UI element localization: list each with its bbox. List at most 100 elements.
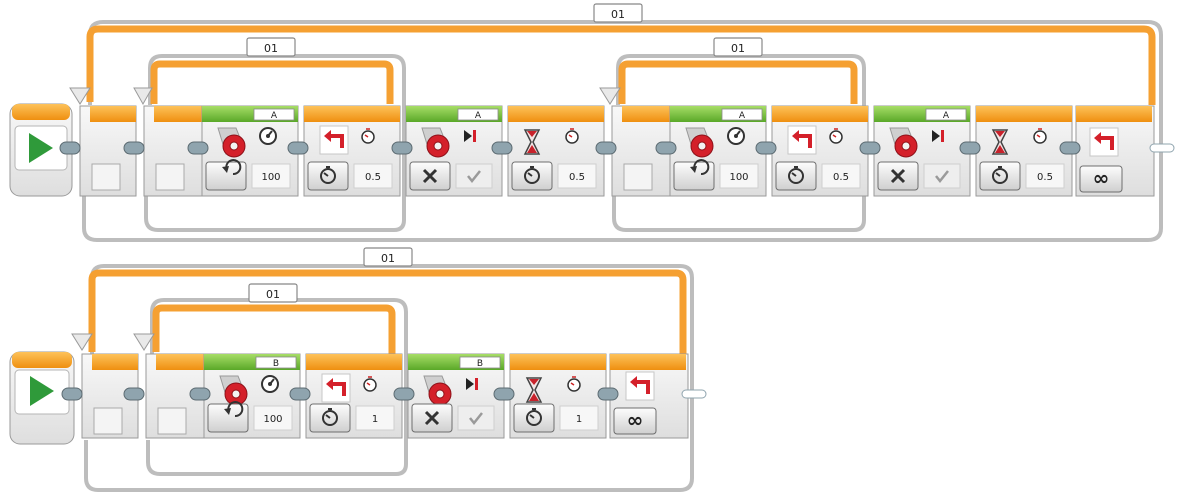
sequence-wire-connector[interactable]	[859, 141, 881, 155]
inner-loop-arrow	[150, 60, 394, 104]
sequence-wire-connector[interactable]	[123, 387, 145, 401]
sequence-wire-connector[interactable]	[391, 141, 413, 155]
sequence-wire-connector[interactable]	[655, 141, 677, 155]
sequence-wire-connector[interactable]	[1059, 141, 1081, 155]
brake-plug[interactable]	[923, 163, 961, 189]
inner-loop-counter[interactable]	[713, 37, 763, 57]
value-input[interactable]	[559, 405, 599, 431]
sequence-wire-connector[interactable]	[393, 387, 415, 401]
outer-loop-frame[interactable]	[84, 264, 694, 492]
outer-loop-frame[interactable]	[82, 20, 1163, 242]
sequence-wire-end[interactable]	[681, 389, 707, 399]
inner-loop-arrowhead	[133, 87, 153, 106]
sequence-wire-connector[interactable]	[491, 141, 513, 155]
large-motor-block[interactable]: A	[405, 105, 503, 197]
sequence-wire-connector[interactable]	[187, 141, 209, 155]
value-text: 0.5	[365, 172, 381, 183]
rotate-on-icon	[690, 159, 710, 176]
value-text: 0.5	[833, 172, 849, 183]
hourglass-icon	[523, 129, 541, 155]
inner-loop-arrowhead	[133, 333, 155, 351]
sequence-wire-connector[interactable]	[755, 141, 777, 155]
value-input[interactable]	[353, 163, 393, 189]
inner-loop-counter[interactable]	[246, 37, 296, 57]
sequence-wire-connector[interactable]	[493, 387, 515, 401]
brake-check-icon	[469, 412, 483, 426]
inner-loop-counter-label: 01	[264, 42, 278, 55]
wait-block[interactable]: 0.5	[975, 105, 1073, 197]
sequence-wire-connector[interactable]	[59, 141, 81, 155]
sequence-wire-connector[interactable]	[595, 141, 617, 155]
inner-loop-counter[interactable]	[248, 283, 298, 303]
mode-selector-button[interactable]	[207, 403, 249, 433]
large-motor-icon	[423, 375, 452, 406]
hourglass-icon	[991, 129, 1009, 155]
outer-loop-counter-label: 01	[611, 8, 625, 21]
off-x-icon	[424, 410, 440, 426]
value-input[interactable]	[251, 163, 291, 189]
sequence-wire-connector[interactable]	[959, 141, 981, 155]
large-motor-icon	[685, 127, 714, 158]
start-block[interactable]	[9, 351, 75, 445]
loop-interrupt-block[interactable]: 0.5	[771, 105, 869, 197]
stopwatch-icon	[1033, 128, 1047, 144]
value-input[interactable]	[253, 405, 293, 431]
port-selector[interactable]	[925, 108, 967, 121]
value-text: 100	[263, 414, 282, 425]
value-input[interactable]	[1025, 163, 1065, 189]
value-text: 0.5	[569, 172, 585, 183]
value-input[interactable]	[355, 405, 395, 431]
svg-text:∞: ∞	[1093, 166, 1110, 190]
mode-selector-button[interactable]	[205, 161, 247, 191]
value-input[interactable]	[821, 163, 861, 189]
loop-interrupt-block[interactable]: 1	[305, 353, 403, 439]
loop-end-block[interactable]: ∞	[1075, 105, 1155, 197]
sequence-wire-connector[interactable]	[61, 387, 83, 401]
large-motor-block[interactable]: B 100	[203, 353, 301, 439]
port-selector[interactable]	[255, 356, 297, 369]
port-selector[interactable]	[459, 356, 501, 369]
outer-loop-counter[interactable]	[363, 247, 413, 267]
mode-selector-button[interactable]	[673, 161, 715, 191]
mode-selector-button[interactable]	[613, 407, 657, 435]
sequence-wire-connector[interactable]	[189, 387, 211, 401]
brake-plug[interactable]	[457, 405, 495, 431]
wait-block[interactable]: 1	[509, 353, 607, 439]
loop-interrupt-block[interactable]: 0.5	[303, 105, 401, 197]
mode-selector-button[interactable]	[1079, 165, 1123, 193]
large-motor-block[interactable]: B	[407, 353, 505, 439]
sequence-wire-connector[interactable]	[289, 387, 311, 401]
port-label: B	[273, 359, 279, 369]
inner-loop-counter-label: 01	[266, 288, 280, 301]
large-motor-icon	[219, 375, 248, 406]
value-input[interactable]	[719, 163, 759, 189]
port-selector[interactable]	[457, 108, 499, 121]
timer-icon	[992, 166, 1008, 184]
brake-check-icon	[467, 170, 481, 184]
sequence-wire-connector[interactable]	[597, 387, 619, 401]
sequence-wire-connector[interactable]	[287, 141, 309, 155]
sequence-wire-end[interactable]	[1149, 143, 1175, 153]
inner-loop-arrow	[618, 60, 858, 104]
port-selector[interactable]	[721, 108, 763, 121]
svg-text:∞: ∞	[627, 408, 644, 432]
timer-icon	[526, 408, 542, 426]
outer-loop-counter[interactable]	[593, 3, 643, 23]
loop-end-block[interactable]: ∞	[609, 353, 689, 439]
value-input[interactable]	[557, 163, 597, 189]
port-label: A	[943, 111, 950, 121]
brake-plug[interactable]	[455, 163, 493, 189]
loop-interrupt-icon	[625, 371, 655, 401]
large-motor-block[interactable]: A	[873, 105, 971, 197]
loop-start-stub[interactable]	[143, 105, 203, 197]
sequence-wire-connector[interactable]	[123, 141, 145, 155]
wait-block[interactable]: 0.5	[507, 105, 605, 197]
large-motor-icon	[217, 127, 246, 158]
port-selector[interactable]	[253, 108, 295, 121]
play-icon	[29, 133, 53, 163]
stopwatch-icon	[565, 128, 579, 144]
start-block[interactable]	[9, 103, 73, 197]
large-motor-icon	[889, 127, 918, 158]
